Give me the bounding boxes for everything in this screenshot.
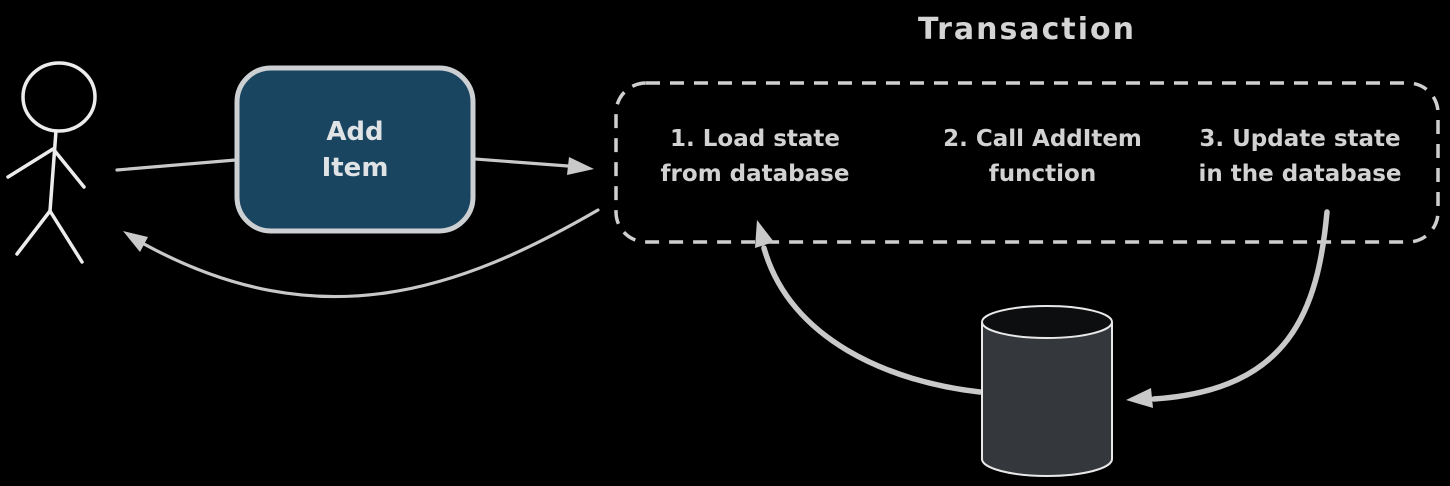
arrowhead-transaction-to-person [123,231,148,252]
transaction-dashed-box [614,81,1440,244]
step-load-state-line1: 1. Load state [670,126,840,152]
database-icon [981,305,1113,477]
person-body [48,129,58,213]
add-item-box [234,65,476,234]
arrow-step3-to-database [1151,209,1330,402]
person-icon [6,61,97,264]
step-call-additem-line1: 2. Call AddItem [943,126,1142,152]
person-left-leg [15,209,52,256]
arrow-transaction-to-person [142,208,600,299]
person-right-arm [52,148,86,189]
step-update-state-line2: in the database [1198,161,1402,187]
person-left-arm [6,147,55,179]
step-update-state: 3. Update state in the database [1175,122,1425,192]
database-cylinder-top [981,305,1113,339]
person-right-leg [48,209,84,264]
step-call-additem-line2: function [988,161,1097,187]
arrow-database-to-step1 [761,245,983,395]
arrowhead-step3-to-database [1126,388,1153,408]
arrowhead-person-to-transaction [567,157,594,175]
arrowhead-database-to-step1 [755,220,774,248]
step-load-state-line2: from database [660,161,850,187]
step-call-additem: 2. Call AddItem function [920,122,1165,192]
database-cylinder-body [981,322,1113,477]
person-head [21,61,97,133]
step-load-state: 1. Load state from database [630,122,880,192]
transaction-title: Transaction [917,12,1137,47]
step-update-state-line1: 3. Update state [1199,126,1401,152]
